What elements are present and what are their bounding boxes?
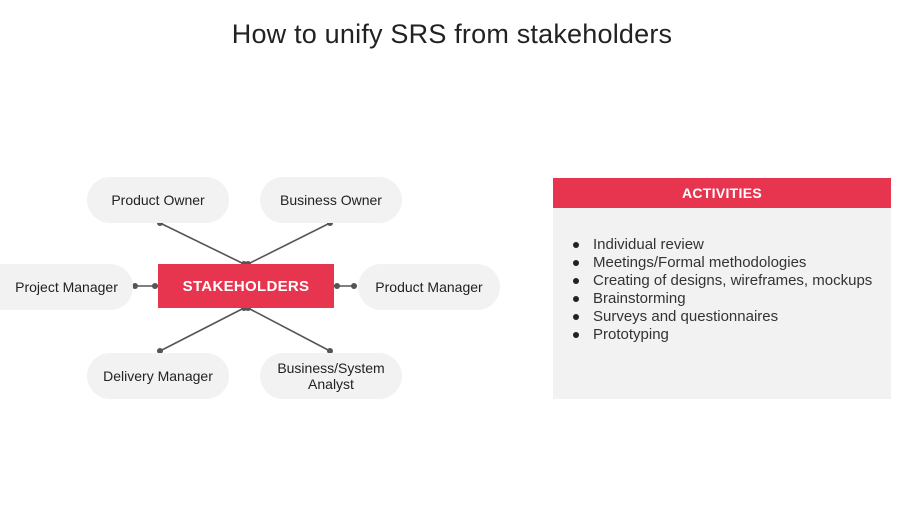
node-label: Product Owner	[111, 192, 205, 208]
bullet-icon	[573, 278, 579, 284]
bullet-icon	[573, 332, 579, 338]
node-project-manager: Project Manager	[0, 264, 133, 310]
node-business-owner: Business Owner	[260, 177, 402, 223]
list-item: Surveys and questionnaires	[573, 308, 873, 326]
node-label: Delivery Manager	[103, 368, 213, 384]
bullet-icon	[573, 242, 579, 248]
node-label: Business Owner	[280, 192, 382, 208]
node-product-owner: Product Owner	[87, 177, 229, 223]
list-item: Individual review	[573, 236, 873, 254]
node-label: Product Manager	[375, 279, 483, 295]
activities-list: Individual review Meetings/Formal method…	[573, 236, 873, 344]
page-title: How to unify SRS from stakeholders	[231, 19, 673, 49]
activities-panel: ACTIVITIES Individual review Meetings/Fo…	[553, 178, 891, 399]
bullet-icon	[573, 314, 579, 320]
node-label: Business/System Analyst	[277, 360, 385, 392]
list-item: Meetings/Formal methodologies	[573, 254, 873, 272]
node-business-system-analyst: Business/System Analyst	[260, 353, 402, 399]
node-label: Project Manager	[15, 279, 118, 295]
node-product-manager: Product Manager	[358, 264, 500, 310]
activities-header: ACTIVITIES	[553, 178, 891, 208]
node-delivery-manager: Delivery Manager	[87, 353, 229, 399]
bullet-icon	[573, 260, 579, 266]
hub-label: STAKEHOLDERS	[182, 277, 310, 295]
hub-stakeholders: STAKEHOLDERS	[158, 264, 334, 308]
bullet-icon	[573, 296, 579, 302]
list-item: Creating of designs, wireframes, mockups	[573, 272, 873, 290]
list-item: Prototyping	[573, 326, 873, 344]
list-item: Brainstorming	[573, 290, 873, 308]
